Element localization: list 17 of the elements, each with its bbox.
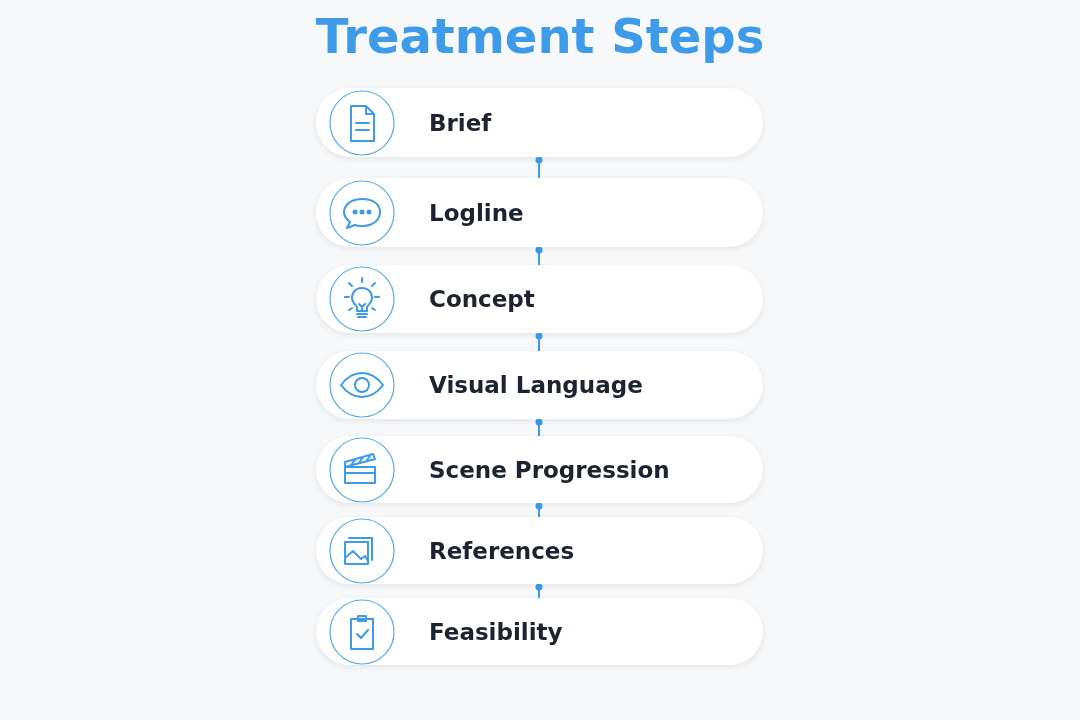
step-label: Logline — [429, 199, 524, 226]
step-label: Visual Language — [429, 372, 643, 398]
step-label: Concept — [429, 286, 535, 312]
connector-line — [535, 246, 543, 266]
step-label: References — [429, 537, 575, 564]
step-card — [316, 598, 763, 665]
connector-line — [535, 156, 543, 179]
connector-line — [535, 583, 543, 599]
step-card — [316, 436, 763, 503]
step-card — [316, 517, 763, 584]
title: Treatment Steps — [314, 8, 766, 64]
step-label: Feasibility — [429, 618, 563, 645]
step-label: Brief — [429, 109, 492, 136]
connector-line — [535, 418, 543, 437]
connector-line — [535, 502, 543, 518]
step-label: Scene Progression — [429, 456, 670, 483]
connector-line — [535, 332, 543, 352]
